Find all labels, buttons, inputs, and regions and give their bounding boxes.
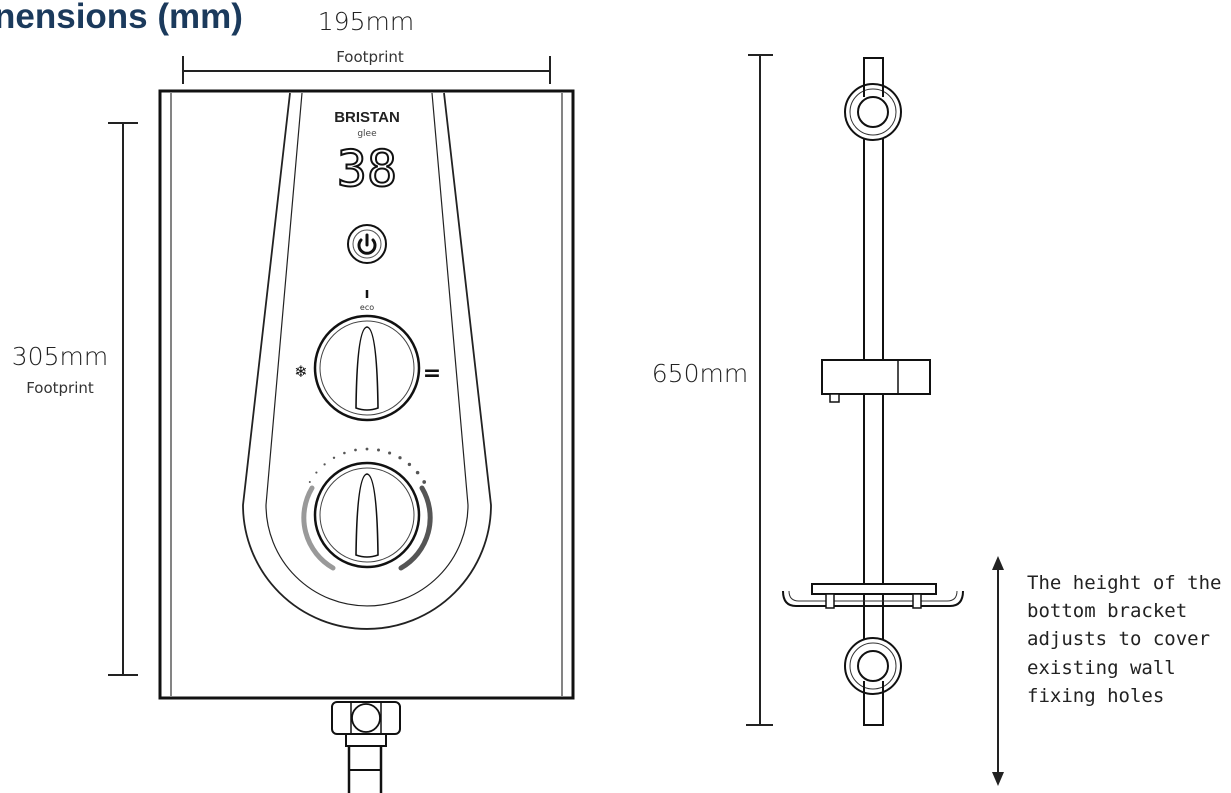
eco-label: eco (360, 303, 374, 312)
bracket-adjustment-note: The height of the bottom bracket adjusts… (1027, 572, 1221, 707)
note-line-1: The height of the (1027, 572, 1221, 594)
scale-dot (354, 448, 357, 452)
top-wall-bracket (844, 83, 902, 141)
rail-height-dimension: 650mm (652, 54, 773, 726)
bottom-wall-bracket (844, 637, 902, 725)
power-button[interactable] (347, 224, 387, 264)
note-line-3: adjusts to cover (1027, 628, 1210, 650)
width-dimension: 195mm Footprint (182, 7, 551, 84)
power-icon (357, 233, 377, 255)
width-value: 195mm (318, 7, 414, 36)
cool-arc (301, 485, 336, 571)
note-line-4: existing wall (1027, 657, 1176, 679)
adjustment-arrow (992, 556, 1004, 786)
temperature-display: 38 (337, 140, 397, 198)
diagram-heading: nensions (mm) (0, 0, 243, 36)
cold-mode-icon: ❄ (294, 362, 307, 381)
temperature-scale-dots (308, 447, 427, 484)
height-dimension: 305mm Footprint (12, 122, 138, 676)
scale-dot (415, 470, 420, 475)
scale-dot (365, 447, 369, 451)
warm-arc (398, 485, 433, 571)
width-label: Footprint (336, 48, 404, 66)
scale-dot (323, 463, 326, 466)
scale-dot (398, 456, 402, 460)
mode-selector-knob[interactable]: eco ❄ = (294, 290, 441, 422)
water-inlet-fitting (331, 701, 401, 793)
scale-dot (377, 448, 380, 452)
scale-dot (308, 481, 311, 483)
temperature-control-knob[interactable] (301, 447, 433, 571)
height-value: 305mm (12, 342, 108, 371)
soap-dish (782, 583, 964, 609)
shower-unit: BRISTAN glee 38 eco ❄ = (158, 89, 575, 793)
model-name: glee (357, 129, 377, 139)
scale-dot (343, 451, 346, 455)
scale-dot (407, 462, 412, 467)
brand-logo: BRISTAN (334, 109, 400, 126)
rail-height-value: 650mm (652, 359, 748, 388)
handset-holder-slider (821, 359, 931, 403)
height-label: Footprint (26, 379, 94, 397)
scale-dot (315, 471, 318, 474)
heat-mode-icon: = (423, 361, 441, 386)
note-line-5: fixing holes (1027, 685, 1164, 707)
scale-dot (388, 451, 392, 455)
shower-riser-rail (782, 57, 964, 726)
note-line-2: bottom bracket (1027, 600, 1187, 622)
scale-dot (332, 456, 336, 460)
scale-dot (422, 480, 427, 484)
